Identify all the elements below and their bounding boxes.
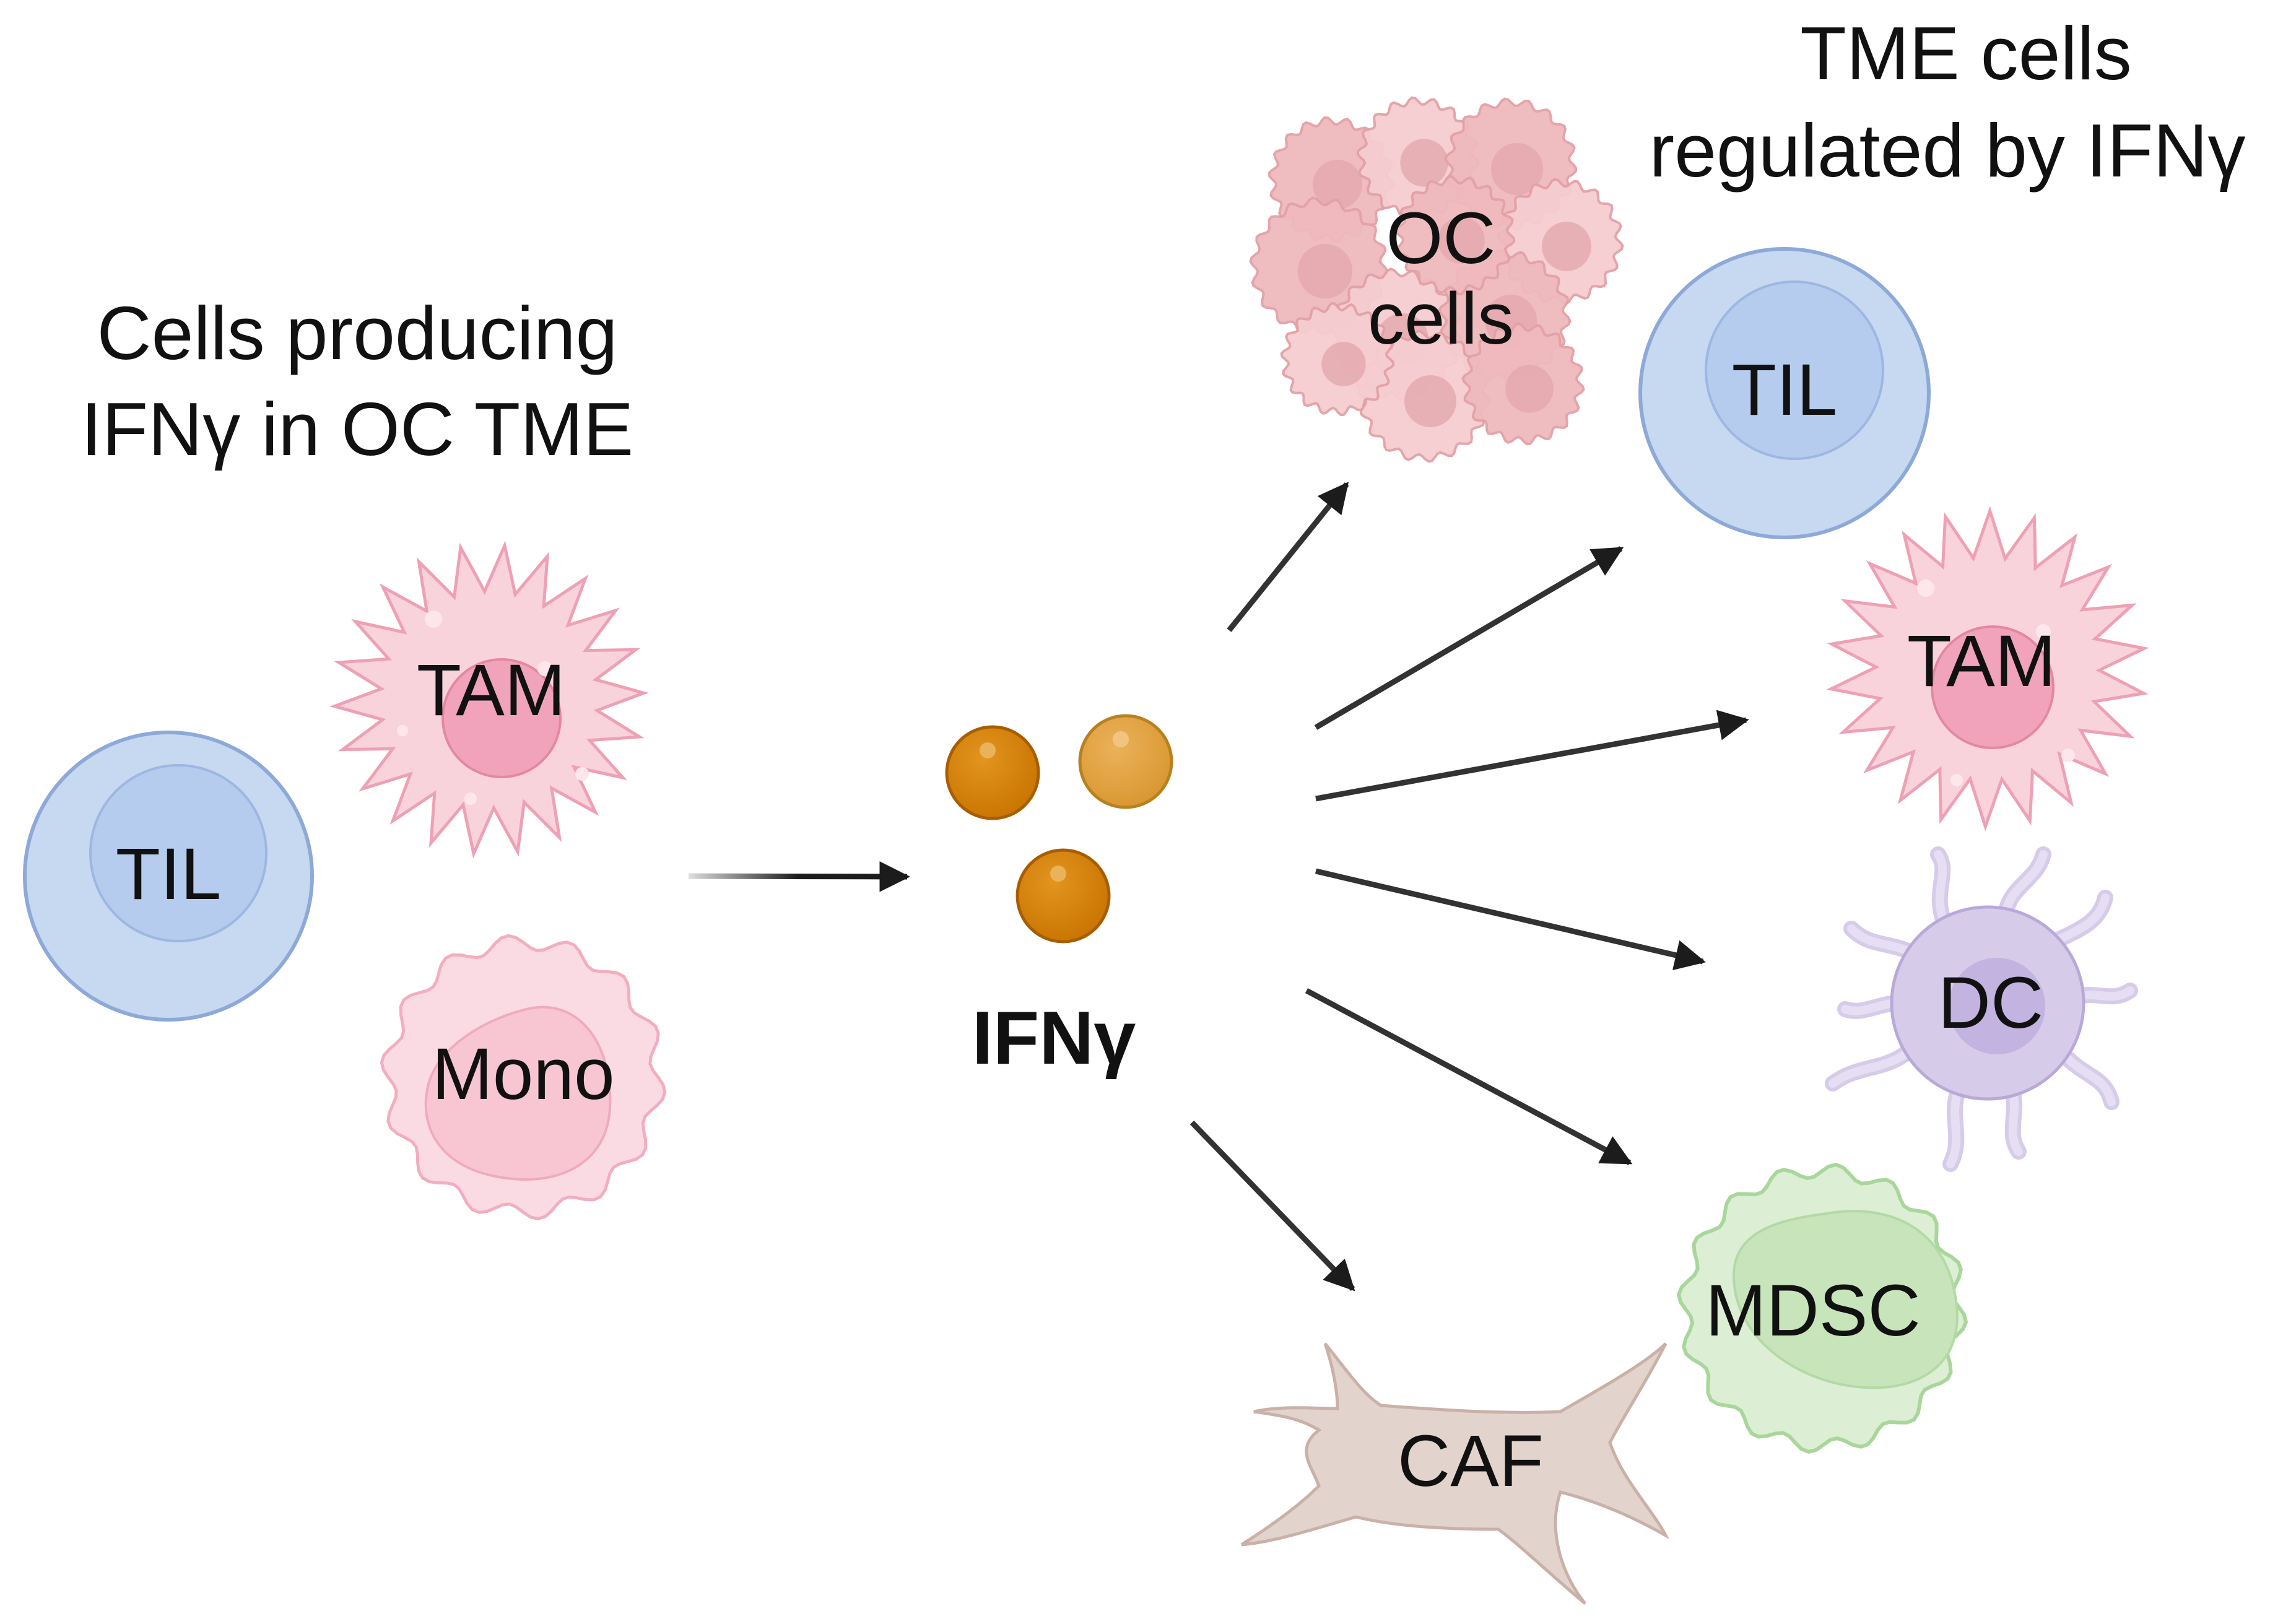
oc-cells-label-line2: cells	[1368, 278, 1514, 360]
target-caf-label: CAF	[1398, 1420, 1544, 1502]
arrow-to-caf	[1189, 1120, 1355, 1292]
targets-heading-line2: regulated by IFNγ	[1650, 108, 2246, 193]
producer-tam-label: TAM	[417, 649, 565, 731]
ifng-ball-1	[945, 725, 1040, 820]
target-mdsc-cell: MDSC	[1676, 1162, 1968, 1454]
arrow-producers-to-ifng	[688, 861, 910, 892]
producer-mono-cell: Mono	[380, 934, 667, 1221]
target-tam-cell: TAM	[1826, 506, 2149, 832]
oc-cells-label-line1: OC	[1386, 198, 1496, 279]
ifng-ball-3	[1015, 848, 1111, 944]
target-tam-label: TAM	[1907, 620, 2056, 702]
arrow-to-mdsc	[1305, 988, 1633, 1165]
target-til-label: TIL	[1732, 349, 1838, 431]
arrow-to-tam	[1315, 710, 1749, 802]
arrow-to-oc-cells	[1227, 482, 1349, 632]
oc-cells-cluster: OC cells	[1249, 96, 1624, 463]
producers-heading: Cells producing IFNγ in OC TME	[81, 291, 633, 471]
producer-til-cell: TIL	[23, 731, 314, 1022]
arrow-to-til	[1314, 546, 1624, 730]
producers-heading-line2: IFNγ in OC TME	[81, 387, 633, 471]
targets-heading-line1: TME cells	[1800, 11, 2131, 95]
target-arrows	[1189, 482, 1749, 1292]
producer-mono-label: Mono	[432, 1033, 614, 1115]
arrow-to-dc	[1315, 868, 1706, 970]
target-dc-cell: DC	[1825, 846, 2138, 1172]
target-dc-label: DC	[1938, 962, 2043, 1044]
ifng-molecules	[945, 714, 1173, 944]
ifng-label: IFNγ	[972, 996, 1136, 1080]
ifng-ball-2	[1078, 714, 1173, 809]
target-til-cell: TIL	[1638, 247, 1931, 539]
producers-heading-line1: Cells producing	[97, 291, 618, 375]
producer-tam-cell: TAM	[329, 541, 649, 859]
target-caf-cell: CAF	[1240, 1342, 1669, 1605]
producer-til-label: TIL	[116, 833, 222, 915]
target-mdsc-label: MDSC	[1705, 1270, 1920, 1352]
targets-heading: TME cells regulated by IFNγ	[1650, 11, 2246, 193]
